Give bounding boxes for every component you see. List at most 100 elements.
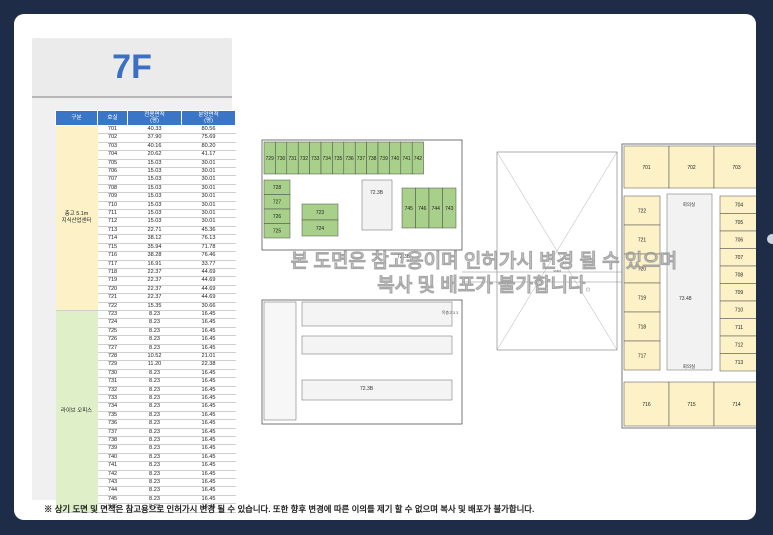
exclusive-area-cell: 16.91 (127, 260, 182, 269)
unit-label-721: 721 (638, 237, 647, 243)
sale-area-cell: 33.77 (181, 260, 236, 269)
sale-area-cell: 16.45 (181, 470, 236, 480)
unit-label-708: 708 (735, 273, 744, 279)
unit-number-cell: 740 (97, 453, 128, 463)
page-indicator-dot[interactable] (767, 234, 773, 244)
unit-room-721[interactable] (623, 224, 661, 255)
unit-number-cell: 742 (97, 470, 128, 480)
unit-room-743[interactable] (442, 187, 457, 229)
unit-number-cell: 712 (97, 217, 128, 227)
unit-number-cell: 735 (97, 411, 128, 421)
unit-number-cell: 727 (97, 344, 128, 353)
sale-area-cell: 16.45 (181, 335, 236, 345)
sale-area-cell: 16.45 (181, 444, 236, 454)
unit-number-cell: 734 (97, 402, 128, 412)
sale-area-cell: 30.66 (181, 302, 236, 311)
unit-room-742[interactable] (411, 141, 424, 175)
plan-structure (261, 139, 756, 429)
unit-room-720[interactable] (623, 253, 661, 284)
exclusive-area-cell: 8.23 (127, 453, 182, 463)
exclusive-area-cell: 20.62 (127, 150, 182, 160)
exclusive-area-cell: 8.23 (127, 402, 182, 412)
exclusive-area-cell: 8.23 (127, 444, 182, 454)
unit-label-709: 709 (735, 290, 744, 296)
unit-room-722[interactable] (623, 195, 661, 226)
exclusive-area-cell: 8.23 (127, 411, 182, 421)
exclusive-area-cell: 22.37 (127, 293, 182, 303)
unit-room-725[interactable] (263, 223, 291, 239)
unit-number-cell: 724 (97, 318, 128, 328)
unit-number-cell: 715 (97, 243, 128, 253)
exclusive-area-cell: 15.03 (127, 192, 182, 202)
unit-room-724[interactable] (301, 219, 339, 237)
unit-number-cell: 717 (97, 260, 128, 269)
sale-area-cell: 44.69 (181, 293, 236, 303)
footnote: ※ 상기 도면 및 면적은 참고용으로 인허가시 변경 될 수 있습니다. 또한… (44, 504, 535, 514)
table-header-row: 구분 호실 전용면적 (평) 분양면적 (평) (55, 110, 236, 126)
unit-label-715: 715 (687, 402, 696, 408)
height-label: 목층고3.3 (442, 309, 459, 315)
area-label-3: 73.48 (679, 296, 692, 302)
unit-label-722: 722 (638, 208, 647, 214)
unit-room-714[interactable] (713, 381, 756, 427)
unit-number-cell: 729 (97, 360, 128, 370)
sale-area-cell: 75.69 (181, 133, 236, 143)
unit-label-732: 732 (300, 156, 309, 162)
unit-label-705: 705 (735, 220, 744, 226)
exclusive-area-cell: 8.23 (127, 394, 182, 404)
unit-number-cell: 741 (97, 461, 128, 471)
exclusive-area-cell: 22.71 (127, 226, 182, 236)
exclusive-area-cell: 8.23 (127, 419, 182, 429)
unit-label-743: 743 (445, 206, 454, 212)
sale-area-cell: 21.01 (181, 352, 236, 362)
exclusive-area-cell: 8.23 (127, 369, 182, 379)
sale-area-cell: 16.45 (181, 486, 236, 496)
unit-label-740: 740 (391, 156, 400, 162)
unit-label-702: 702 (687, 165, 696, 171)
unit-label-716: 716 (642, 402, 651, 408)
floor-title: 7F (112, 48, 152, 86)
unit-label-713: 713 (735, 360, 744, 366)
exclusive-area-cell: 8.23 (127, 461, 182, 471)
sale-area-cell: 45.36 (181, 226, 236, 236)
sale-area-cell: 16.45 (181, 344, 236, 353)
sale-area-cell: 30.01 (181, 201, 236, 211)
unit-room-701[interactable] (623, 145, 670, 189)
area-label-2: 72.3B (397, 254, 411, 260)
unit-number-cell: 730 (97, 369, 128, 379)
exclusive-area-cell: 8.23 (127, 386, 182, 396)
exclusive-area-cell: 8.23 (127, 495, 182, 505)
unit-number-cell: 731 (97, 377, 128, 387)
unit-label-717: 717 (638, 353, 647, 359)
unit-room-716[interactable] (623, 381, 670, 427)
unit-label-724: 724 (316, 226, 325, 232)
unit-room-718[interactable] (623, 311, 661, 342)
unit-number-cell: 746 (97, 503, 128, 513)
unit-label-701: 701 (642, 165, 651, 171)
sale-area-cell: 16.45 (181, 310, 236, 320)
unit-room-703[interactable] (713, 145, 756, 189)
unit-room-717[interactable] (623, 340, 661, 371)
exclusive-area-cell: 15.03 (127, 184, 182, 194)
unit-number-cell: 703 (97, 142, 128, 152)
exclusive-area-cell: 8.23 (127, 436, 182, 446)
unit-number-cell: 745 (97, 495, 128, 505)
unit-label-719: 719 (638, 295, 647, 301)
unit-room-713[interactable] (719, 353, 756, 372)
